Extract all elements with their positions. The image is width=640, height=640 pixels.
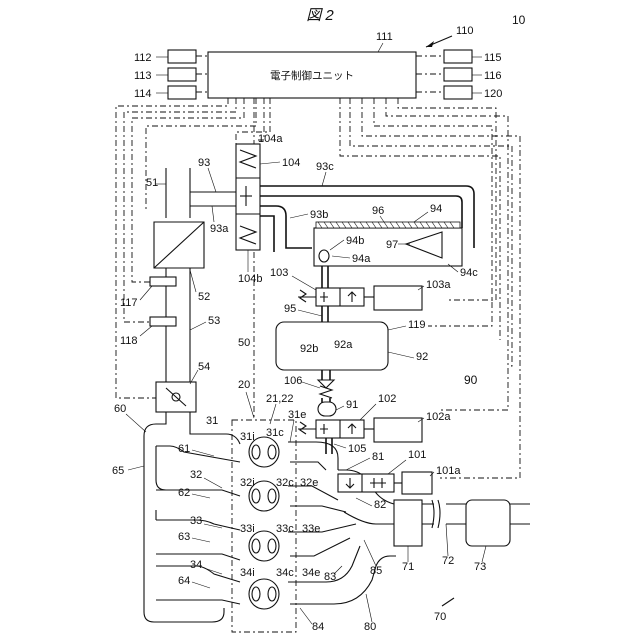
ref-label-94: 94: [430, 203, 442, 215]
ref-label-90: 90: [464, 373, 478, 387]
intake-manifold: 60 65: [112, 403, 240, 622]
ref-label-31c: 31c: [266, 427, 284, 439]
switching-valve-104: 104a 104 104b: [236, 133, 300, 285]
ref-label-54: 54: [198, 361, 210, 373]
throttle-54: 54: [156, 361, 210, 412]
ref-label-93a: 93a: [210, 223, 229, 235]
figure-title: 図 2: [306, 7, 334, 24]
ref-label-92: 92: [416, 351, 428, 363]
ref-label-31i: 31i: [240, 431, 255, 443]
ref-label-31: 31: [206, 415, 218, 427]
ref-label-52: 52: [198, 291, 210, 303]
ref-label-34e: 34e: [302, 567, 320, 579]
ref-label-94a: 94a: [352, 253, 371, 265]
ref-label-34c: 34c: [276, 567, 294, 579]
ref-label-115: 115: [484, 52, 502, 64]
ref-label-34: 34: [190, 559, 202, 571]
ref-label-93c: 93c: [316, 161, 334, 173]
sensor-boxes-right: 115 116 120: [416, 50, 502, 100]
ref-label-83: 83: [324, 571, 336, 583]
ref-label-60: 60: [114, 403, 126, 415]
ref-label-80: 80: [364, 621, 376, 633]
ref-10: 10: [512, 13, 526, 27]
ref-label-71: 71: [402, 561, 414, 573]
ref-label-91: 91: [346, 399, 358, 411]
ref-label-110: 110: [456, 25, 474, 37]
ref-label-65: 65: [112, 465, 124, 477]
ref-label-61: 61: [178, 443, 190, 455]
ref-label-92b: 92b: [300, 343, 318, 355]
ref-label-32: 32: [190, 469, 202, 481]
ref-label-81: 81: [372, 451, 384, 463]
ref-label-103: 103: [270, 267, 288, 279]
ref-label-93: 93: [198, 157, 210, 169]
ref-label-104a: 104a: [258, 133, 283, 145]
ecu-label: 電子制御ユニット: [270, 69, 354, 82]
ref-50: 50: [238, 337, 250, 349]
ref-label-118: 118: [120, 335, 138, 347]
ref-label-32c: 32c: [276, 477, 294, 489]
ecu-block: 電子制御ユニット 111: [208, 31, 416, 98]
ref-label-92a: 92a: [334, 339, 353, 351]
ref-label-33e: 33e: [302, 523, 320, 535]
ref-label-93b: 93b: [310, 209, 328, 221]
ref-label-113: 113: [134, 70, 152, 82]
ref-label-96: 96: [372, 205, 384, 217]
ref-label-114: 114: [134, 88, 152, 100]
ref-label-32e: 32e: [300, 477, 318, 489]
ref-label-51: 51: [146, 177, 158, 189]
ref-label-101: 101: [408, 449, 426, 461]
ref-label-97: 97: [386, 239, 398, 251]
ref-label-64: 64: [178, 575, 190, 587]
ecu-ref: 111: [376, 31, 393, 43]
cylinder-34: 34 34i 34c 34e 64: [178, 559, 320, 609]
ref-label-104b: 104b: [238, 273, 262, 285]
ref-label-94b: 94b: [346, 235, 364, 247]
ref-label-119: 119: [408, 319, 426, 331]
exhaust-pipe: 71 72 73 70: [394, 500, 530, 623]
ref-label-120: 120: [484, 88, 502, 100]
ref-label-34i: 34i: [240, 567, 255, 579]
ref-label-116: 116: [484, 70, 502, 82]
ref-label-112: 112: [134, 52, 152, 64]
ref-label-33: 33: [190, 515, 202, 527]
ref-label-70: 70: [434, 611, 446, 623]
ref-label-104: 104: [282, 157, 300, 169]
cylinder-31: 31i 31c 61: [178, 427, 284, 467]
ref-label-31e: 31e: [288, 409, 306, 421]
ref-label-82: 82: [374, 499, 386, 511]
ref-label-105: 105: [348, 443, 366, 455]
ref-label-63: 63: [178, 531, 190, 543]
ref-label-102a: 102a: [426, 411, 451, 423]
ref-label-32i: 32i: [240, 477, 255, 489]
ref-label-72: 72: [442, 555, 454, 567]
ref-label-106: 106: [284, 375, 302, 387]
ref-label-73: 73: [474, 561, 486, 573]
ref-label-85: 85: [370, 565, 382, 577]
valve-103: 103 103a 95: [270, 266, 451, 322]
fuel-tank-92: 92b 92a 119 92 90: [276, 319, 478, 387]
exhaust-manifold: 81 82 83 85 84 80: [288, 442, 396, 633]
ref-label-94c: 94c: [460, 267, 478, 279]
ref-110: 110: [426, 25, 474, 47]
sensor-boxes-left: 112 113 114: [134, 50, 208, 100]
ref-label-20: 20: [238, 379, 250, 391]
ref-label-103a: 103a: [426, 279, 451, 291]
intake-passage: 51 52 117 118 53: [120, 168, 220, 380]
ref-label-95: 95: [284, 303, 296, 315]
ref-label-117: 117: [120, 297, 138, 309]
ref-label-33i: 33i: [240, 523, 255, 535]
ref-label-53: 53: [208, 315, 220, 327]
ref-label-2122: 21,22: [266, 393, 294, 405]
ref-label-33c: 33c: [276, 523, 294, 535]
canister-94: 96 94 94b 97 94a 94c: [314, 203, 478, 279]
ref-label-62: 62: [178, 487, 190, 499]
ref-label-102: 102: [378, 393, 396, 405]
ref-label-84: 84: [312, 621, 324, 633]
ref-label-101a: 101a: [436, 465, 461, 477]
